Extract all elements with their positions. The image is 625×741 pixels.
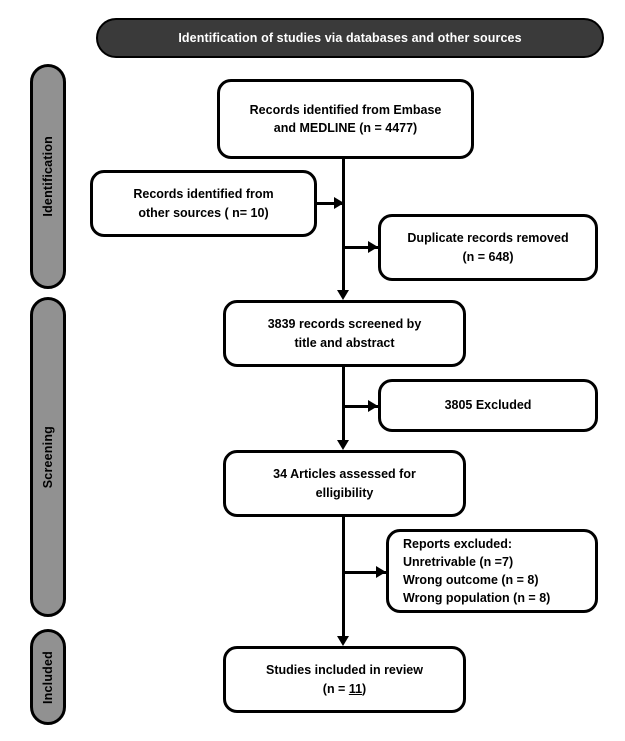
node-studies-included-in-review: Studies included in review (n = 11) — [223, 646, 466, 713]
node-text-line-count: (n = 11) — [323, 680, 366, 698]
arrowhead-to-screened — [337, 290, 349, 300]
diagram-header-banner: Identification of studies via databases … — [96, 18, 604, 58]
stage-pill-identification: Identification — [30, 64, 66, 289]
node-text-line: Records identified from — [133, 187, 274, 202]
node-records-identified-other-sources: Records identified from other sources ( … — [90, 170, 317, 237]
node-text-line: 3805 Excluded — [444, 398, 532, 413]
stage-pill-included: Included — [30, 629, 66, 725]
connector-trunk-to-excluded — [342, 405, 378, 408]
node-text-line: Wrong population (n = 8) — [403, 591, 551, 606]
node-articles-assessed-eligibility: 34 Articles assessed for elligibility — [223, 450, 466, 517]
node-text-line: Records identified from Embase — [249, 102, 442, 117]
node-text-line: Reports excluded: — [403, 536, 513, 551]
connector-trunk-eligibility — [342, 517, 345, 637]
node-text-line: Unretrivable (n =7) — [403, 554, 514, 569]
connector-trunk-identification — [342, 159, 345, 291]
arrowhead-to-reports-excluded — [376, 566, 386, 578]
node-text-line: Studies included in review — [266, 663, 423, 678]
node-duplicate-records-removed: Duplicate records removed (n = 648) — [378, 214, 598, 281]
node-text-line: 3839 records screened by — [267, 317, 422, 332]
connector-trunk-to-reports-excluded — [342, 571, 386, 574]
node-text-line: elligibility — [315, 485, 374, 500]
arrowhead-other-sources-to-trunk — [334, 197, 344, 209]
arrowhead-to-included — [337, 636, 349, 646]
diagram-title: Identification of studies via databases … — [178, 31, 522, 45]
node-records-screened: 3839 records screened by title and abstr… — [223, 300, 466, 367]
node-text-line: Wrong outcome (n = 8) — [403, 573, 539, 587]
arrowhead-to-duplicates — [368, 241, 378, 253]
connector-other-sources-to-trunk — [317, 202, 342, 205]
node-records-excluded: 3805 Excluded — [378, 379, 598, 432]
node-text-line: title and abstract — [294, 335, 395, 350]
stage-label-identification: Identification — [41, 136, 55, 217]
node-text-line: 34 Articles assessed for — [273, 467, 416, 482]
node-text-line: Duplicate records removed — [407, 231, 569, 246]
count-value: 11 — [348, 681, 363, 696]
stage-label-included: Included — [41, 650, 55, 704]
node-text-line: (n = 648) — [462, 249, 514, 264]
node-records-identified-databases: Records identified from Embase and MEDLI… — [217, 79, 474, 159]
node-text-line: and MEDLINE (n = 4477) — [273, 121, 418, 135]
node-text-line: other sources ( n= 10) — [138, 205, 269, 220]
count-suffix: ) — [362, 681, 367, 696]
stage-pill-screening: Screening — [30, 297, 66, 617]
node-reports-excluded: Reports excluded: Unretrivable (n =7) Wr… — [386, 529, 598, 613]
arrowhead-to-assessed — [337, 440, 349, 450]
arrowhead-to-excluded — [368, 400, 378, 412]
stage-label-screening: Screening — [41, 425, 55, 489]
connector-trunk-to-duplicates — [342, 246, 378, 249]
connector-trunk-screening — [342, 367, 345, 441]
count-prefix: (n = — [322, 681, 349, 696]
